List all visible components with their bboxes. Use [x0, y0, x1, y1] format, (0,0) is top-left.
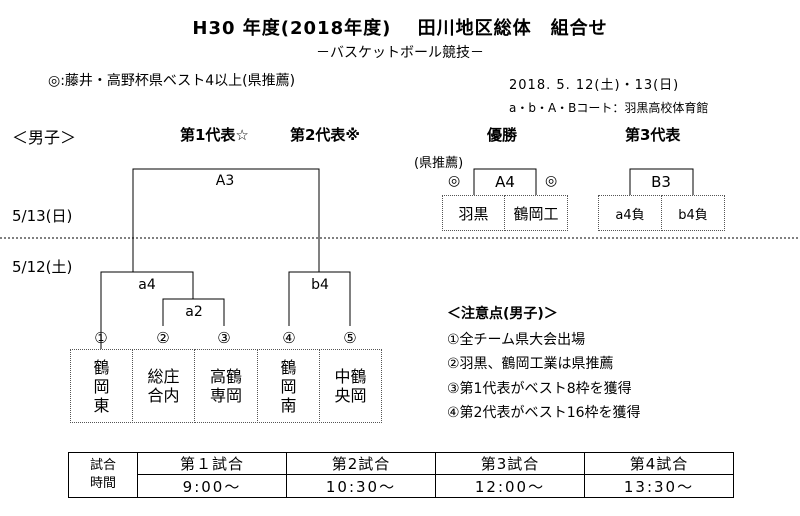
- final-team-left: 羽黒: [442, 195, 505, 231]
- notes-item: ③第1代表がベスト8枠を獲得: [447, 381, 632, 397]
- third-place-right: b4負: [661, 195, 725, 231]
- game-label-a2: a2: [185, 304, 203, 320]
- schedule-time: 13:30～: [584, 474, 734, 498]
- schedule-game-label: 第3試合: [435, 452, 585, 475]
- bracket-number-4: ④: [282, 329, 296, 347]
- schedule-time: 9:00～: [137, 474, 287, 498]
- game-label-a4-final: A4: [495, 173, 515, 191]
- schedule-table: 試合 時間 第１試合 第2試合 第3試合 第4試合 9:00～ 10:30～ 1…: [68, 452, 734, 498]
- bracket-number-2: ②: [156, 329, 170, 347]
- page-title: H30 年度(2018年度) 田川地区総体 組合せ: [192, 18, 608, 39]
- team-4-line: 鶴: [280, 357, 297, 377]
- schedule-game-label: 第１試合: [137, 452, 287, 475]
- team-2-line: 総庄: [147, 367, 180, 386]
- notes-title: ＜注意点(男子)＞: [447, 306, 558, 322]
- team-cell-3: 高鶴 専岡: [194, 349, 258, 423]
- bracket-a3: [132, 168, 320, 272]
- team-5-line: 中鶴: [334, 367, 367, 386]
- bracket-number-3: ③: [217, 329, 231, 347]
- bracket-number-5: ⑤: [343, 329, 357, 347]
- bracket-a2: [162, 298, 225, 326]
- team-cell-1: 鶴 岡 東: [70, 349, 133, 423]
- schedule-time: 10:30～: [286, 474, 436, 498]
- bracket-final: [473, 168, 537, 195]
- game-label-a4: a4: [138, 277, 156, 293]
- champion-label: 優勝: [487, 126, 518, 144]
- schedule-game-label: 第2試合: [286, 452, 436, 475]
- recommendation-note: ◎:藤井・高野杯県ベスト4以上(県推薦): [48, 73, 296, 89]
- team-cell-4: 鶴 岡 南: [257, 349, 320, 423]
- third-place-left: a4負: [598, 195, 662, 231]
- schedule-header-cell: 試合 時間: [68, 452, 138, 498]
- team-4-line: 南: [280, 395, 297, 415]
- team-cell-2: 総庄 合内: [132, 349, 195, 423]
- second-representative-label: 第2代表※: [290, 126, 361, 144]
- third-representative-label: 第3代表: [625, 126, 681, 144]
- schedule-header-line2: 時間: [89, 476, 116, 491]
- event-venue: a・b・A・Bコート：羽黒高校体育館: [509, 101, 709, 115]
- champion-note: (県推薦): [414, 156, 464, 171]
- seed-mark-left: ◎: [448, 173, 461, 189]
- section-label-boys: ＜男子＞: [12, 128, 77, 147]
- first-representative-label: 第1代表☆: [180, 126, 249, 144]
- team-3-line: 専岡: [209, 386, 242, 405]
- team-1-line: 岡: [93, 376, 110, 396]
- bracket-a4: [100, 271, 194, 349]
- team-1-line: 鶴: [93, 357, 110, 377]
- team-4-line: 岡: [280, 376, 297, 396]
- final-team-right: 鶴岡工: [504, 195, 568, 231]
- team-5-line: 央岡: [334, 386, 367, 405]
- schedule-header-line1: 試合: [89, 458, 116, 473]
- team-2-line: 合内: [147, 386, 180, 405]
- game-label-b3: B3: [651, 173, 671, 191]
- notes-item: ②羽黒、鶴岡工業は県推薦: [447, 356, 614, 372]
- game-label-a3: A3: [215, 173, 235, 189]
- notes-item: ④第2代表がベスト16枠を獲得: [447, 405, 641, 421]
- day-label-13: 5/13(日): [12, 207, 73, 225]
- bracket-third: [629, 168, 694, 195]
- notes-item: ①全チーム県大会出場: [447, 332, 586, 348]
- bracket-number-1: ①: [94, 329, 108, 347]
- day-label-12: 5/12(土): [12, 258, 73, 276]
- team-3-line: 高鶴: [209, 367, 242, 386]
- schedule-game-label: 第4試合: [584, 452, 734, 475]
- game-label-b4: b4: [311, 277, 329, 293]
- seed-mark-right: ◎: [545, 173, 558, 189]
- event-date: 2018. 5. 12(土)・13(日): [509, 78, 680, 93]
- team-1-line: 東: [93, 395, 110, 415]
- team-cell-5: 中鶴 央岡: [319, 349, 382, 423]
- page-subtitle: －バスケットボール競技－: [316, 45, 484, 61]
- bracket-b4: [288, 271, 351, 326]
- schedule-time: 12:00～: [435, 474, 585, 498]
